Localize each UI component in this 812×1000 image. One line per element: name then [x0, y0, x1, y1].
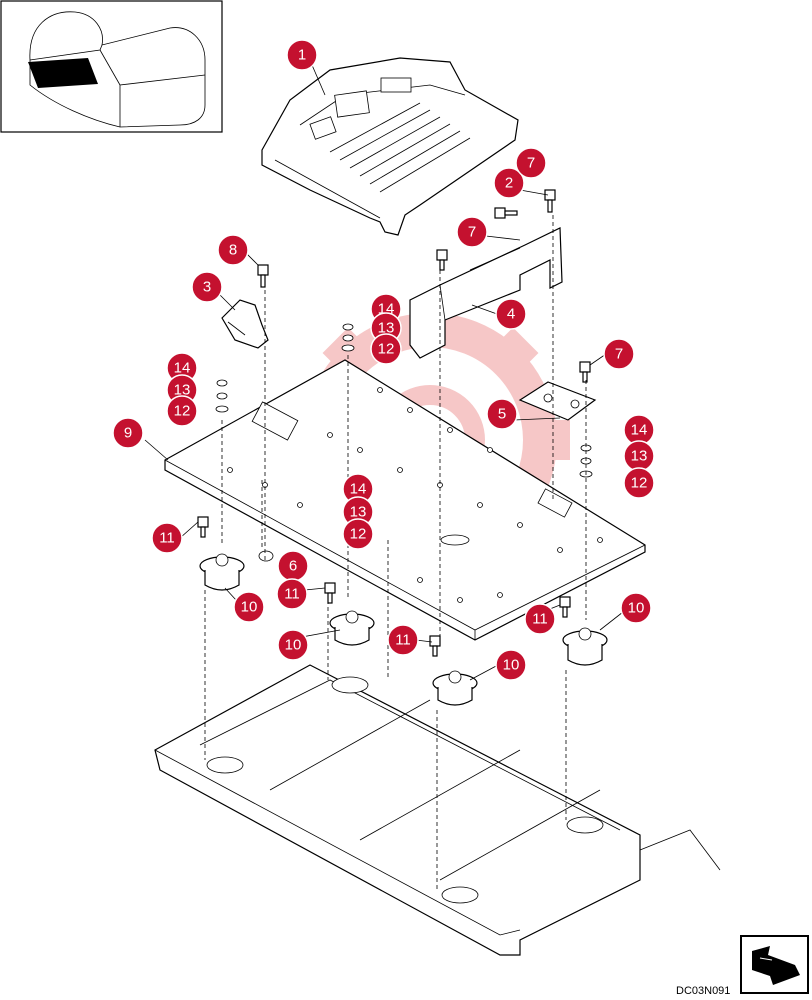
callout-circle — [370, 333, 402, 365]
callout-circle — [342, 518, 374, 550]
callout-c13c: 13 — [623, 440, 655, 472]
callout-circle — [495, 298, 527, 330]
callout-label: 10 — [503, 657, 520, 674]
callout-label: 13 — [631, 448, 648, 465]
callout-c12c: 12 — [623, 467, 655, 499]
callout-c7a: 7 — [515, 147, 547, 179]
callout-circle — [495, 649, 527, 681]
callout-label: 8 — [229, 242, 237, 259]
callout-c7c: 7 — [603, 338, 635, 370]
callout-circle — [166, 395, 198, 427]
callout-label: 3 — [203, 279, 211, 296]
callout-label: 7 — [468, 224, 476, 241]
bolts — [197, 189, 591, 657]
callout-label: 11 — [532, 611, 548, 628]
callout-c14b: 14 — [166, 352, 198, 384]
callout-circle — [276, 578, 308, 610]
base-frame — [154, 664, 721, 956]
callout-c8: 8 — [217, 234, 249, 266]
callout-label: 11 — [159, 530, 175, 547]
callout-c10a: 10 — [233, 591, 265, 623]
callout-c11a: 11 — [151, 522, 183, 554]
callout-c6: 6 — [277, 550, 309, 582]
callout-circle — [486, 398, 518, 430]
callout-c7b: 7 — [456, 216, 488, 248]
callout-label: 13 — [378, 320, 395, 337]
part-9-floor-plate — [164, 359, 646, 641]
callout-label: 2 — [505, 175, 513, 192]
callout-label: 6 — [289, 558, 297, 575]
part-3-bracket — [221, 299, 269, 349]
callout-label: 10 — [285, 637, 302, 654]
part-5-plate — [518, 381, 597, 421]
callout-circle — [623, 467, 655, 499]
callout-circle — [112, 417, 144, 449]
callout-c11c: 11 — [524, 603, 556, 635]
callout-label: 1 — [298, 47, 306, 64]
part-1-floor-mat — [261, 57, 519, 236]
callout-c10c: 10 — [277, 629, 309, 661]
orientation-arrow-icon — [740, 935, 809, 994]
callout-c12a: 12 — [370, 333, 402, 365]
callout-label: 12 — [631, 475, 648, 492]
callout-c12b: 12 — [166, 395, 198, 427]
callout-label: 5 — [498, 406, 506, 423]
callout-label: 11 — [395, 632, 411, 649]
callout-circle — [277, 629, 309, 661]
callout-circle — [286, 39, 318, 71]
callout-circle — [456, 216, 488, 248]
callout-circle — [620, 592, 652, 624]
callout-c10d: 10 — [495, 649, 527, 681]
callout-label: 14 — [350, 481, 367, 498]
callout-label: 11 — [284, 586, 300, 603]
callout-c11d: 11 — [387, 624, 419, 656]
callout-label: 7 — [527, 155, 535, 172]
callout-c12d: 12 — [342, 518, 374, 550]
callout-label: 13 — [350, 504, 367, 521]
callout-label: 10 — [241, 599, 258, 616]
callout-circle — [151, 522, 183, 554]
callout-c4: 4 — [495, 298, 527, 330]
part-10-mounts — [199, 553, 608, 706]
part-4-bracket — [409, 227, 563, 359]
callout-c11b: 11 — [276, 578, 308, 610]
callout-label: 14 — [174, 360, 191, 377]
callout-circle — [217, 234, 249, 266]
callout-c14d: 14 — [342, 473, 374, 505]
callout-label: 10 — [628, 600, 645, 617]
callout-label: 13 — [174, 382, 191, 399]
drawing-code: DC03N091 — [676, 985, 730, 997]
callout-c5: 5 — [486, 398, 518, 430]
callout-circle — [493, 167, 525, 199]
callout-c2: 2 — [493, 167, 525, 199]
callout-c10b: 10 — [620, 592, 652, 624]
callout-circle — [515, 147, 547, 179]
callout-label: 9 — [124, 425, 132, 442]
callout-label: 12 — [350, 526, 367, 543]
location-inset — [0, 0, 223, 133]
callout-label: 7 — [615, 346, 623, 363]
callout-circle — [603, 338, 635, 370]
callout-label: 12 — [174, 403, 191, 420]
callout-circle — [191, 271, 223, 303]
callout-circle — [233, 591, 265, 623]
callout-c1: 1 — [286, 39, 318, 71]
callout-circle — [524, 603, 556, 635]
alignment-lines — [204, 215, 587, 890]
callout-label: 14 — [631, 422, 648, 439]
callout-label: 4 — [507, 306, 515, 323]
callout-circle — [387, 624, 419, 656]
callout-c3: 3 — [191, 271, 223, 303]
callout-label: 12 — [378, 341, 395, 358]
callout-c9: 9 — [112, 417, 144, 449]
